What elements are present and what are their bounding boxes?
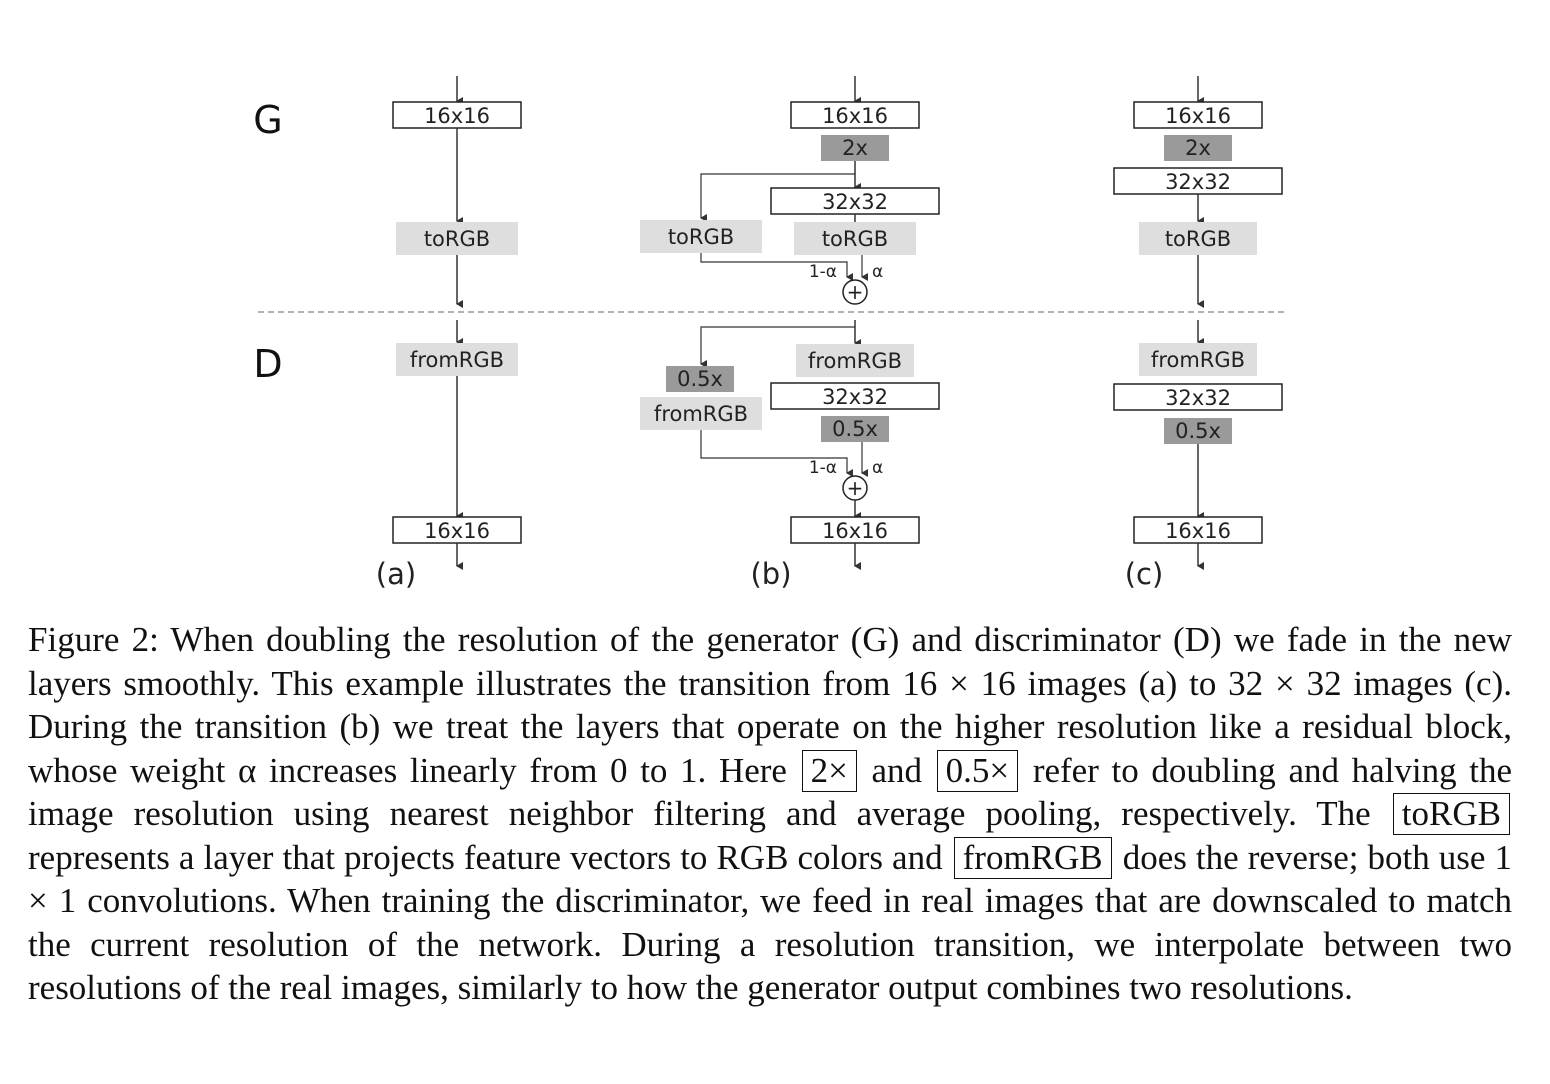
block-32x32-g <box>770 187 940 215</box>
block-fromrgb <box>1139 343 1257 376</box>
caption-box-2x: 2× <box>801 749 857 792</box>
block-torgb-label: toRGB <box>1165 227 1231 251</box>
block-16x16-d <box>392 516 522 544</box>
block-fromrgb-label: fromRGB <box>654 402 748 426</box>
weight-one-minus-alpha: 1-α <box>809 262 837 282</box>
block-0.5x-label: 0.5x <box>1175 419 1221 443</box>
block-torgb <box>1139 222 1257 255</box>
caption-box-fromrgb: fromRGB <box>953 836 1112 879</box>
block-fromrgb-label: fromRGB <box>808 349 902 373</box>
caption-text-1: Figure 2: When doubling the resolution o… <box>28 620 1512 790</box>
block-torgb-new <box>794 222 916 255</box>
block-16x16-d <box>790 516 920 544</box>
diagram-canvas: G D 16x16 toRGB fromRGB 16x16 (a) 16x16 … <box>253 76 1284 591</box>
block-2x-label: 2x <box>1185 136 1211 160</box>
sum-node-g <box>842 279 868 305</box>
block-0.5x <box>1164 418 1232 444</box>
block-2x-label: 2x <box>842 136 868 160</box>
block-torgb-label: toRGB <box>668 225 734 249</box>
weight-alpha: α <box>872 458 883 478</box>
caption-text-3: represents a layer that projects feature… <box>28 837 943 877</box>
row-label-d: D <box>253 342 282 386</box>
block-32x32-g <box>1113 167 1283 195</box>
figure-diagram: G D 16x16 toRGB fromRGB 16x16 (a) 16x16 … <box>253 76 1284 591</box>
caption-text-4: does the reverse; both use 1 × 1 convolu… <box>28 837 1513 1008</box>
block-torgb-old <box>640 220 762 253</box>
panel-label-b: (b) <box>750 557 791 591</box>
caption-text-2: refer to doubling and halving the image … <box>28 750 1512 834</box>
block-16x16-g <box>790 101 920 129</box>
sum-node-plus: + <box>847 476 864 500</box>
block-fromrgb-new <box>796 344 914 377</box>
panel-label-a: (a) <box>376 557 416 591</box>
block-32x32-d <box>770 382 940 410</box>
weight-one-minus-alpha: 1-α <box>809 458 837 478</box>
weight-alpha: α <box>872 262 883 282</box>
panel-a: 16x16 toRGB fromRGB 16x16 (a) <box>376 76 522 591</box>
block-torgb-label: toRGB <box>424 227 490 251</box>
block-2x <box>821 135 889 161</box>
block-0.5x-label: 0.5x <box>832 417 878 441</box>
panel-b: 16x16 2x 32x32 toRGB toRGB 1-α α + fromR… <box>640 76 940 591</box>
block-16x16-g <box>1133 101 1263 129</box>
block-32x32-d <box>1113 383 1283 411</box>
block-torgb-label: toRGB <box>822 227 888 251</box>
caption-box-torgb: toRGB <box>1392 793 1510 835</box>
caption-box-0.5x: 0.5× <box>936 749 1019 792</box>
block-16x16-label: 16x16 <box>822 104 888 128</box>
block-0.5x-label: 0.5x <box>677 367 723 391</box>
block-fromrgb-label: fromRGB <box>410 348 504 372</box>
block-32x32-label: 32x32 <box>822 385 888 409</box>
block-0.5x-skip <box>666 366 734 392</box>
block-0.5x <box>821 416 889 442</box>
block-fromrgb <box>396 343 518 376</box>
caption-and: and <box>871 750 923 790</box>
panel-c: 16x16 2x 32x32 toRGB fromRGB 32x32 0.5x … <box>1113 76 1283 591</box>
block-16x16-label: 16x16 <box>424 519 490 543</box>
figure-caption: Figure 2: When doubling the resolution o… <box>28 618 1512 1010</box>
block-torgb <box>396 222 518 255</box>
block-fromrgb-old <box>640 397 762 430</box>
block-fromrgb-label: fromRGB <box>1151 348 1245 372</box>
block-16x16-label: 16x16 <box>1165 519 1231 543</box>
block-32x32-label: 32x32 <box>822 190 888 214</box>
block-32x32-label: 32x32 <box>1165 170 1231 194</box>
block-32x32-label: 32x32 <box>1165 386 1231 410</box>
row-label-g: G <box>253 98 282 142</box>
block-16x16-g <box>392 101 522 129</box>
block-16x16-label: 16x16 <box>1165 104 1231 128</box>
sum-node-plus: + <box>847 280 864 304</box>
block-2x <box>1164 135 1232 161</box>
panel-label-c: (c) <box>1125 557 1164 591</box>
block-16x16-label: 16x16 <box>424 104 490 128</box>
block-16x16-label: 16x16 <box>822 519 888 543</box>
